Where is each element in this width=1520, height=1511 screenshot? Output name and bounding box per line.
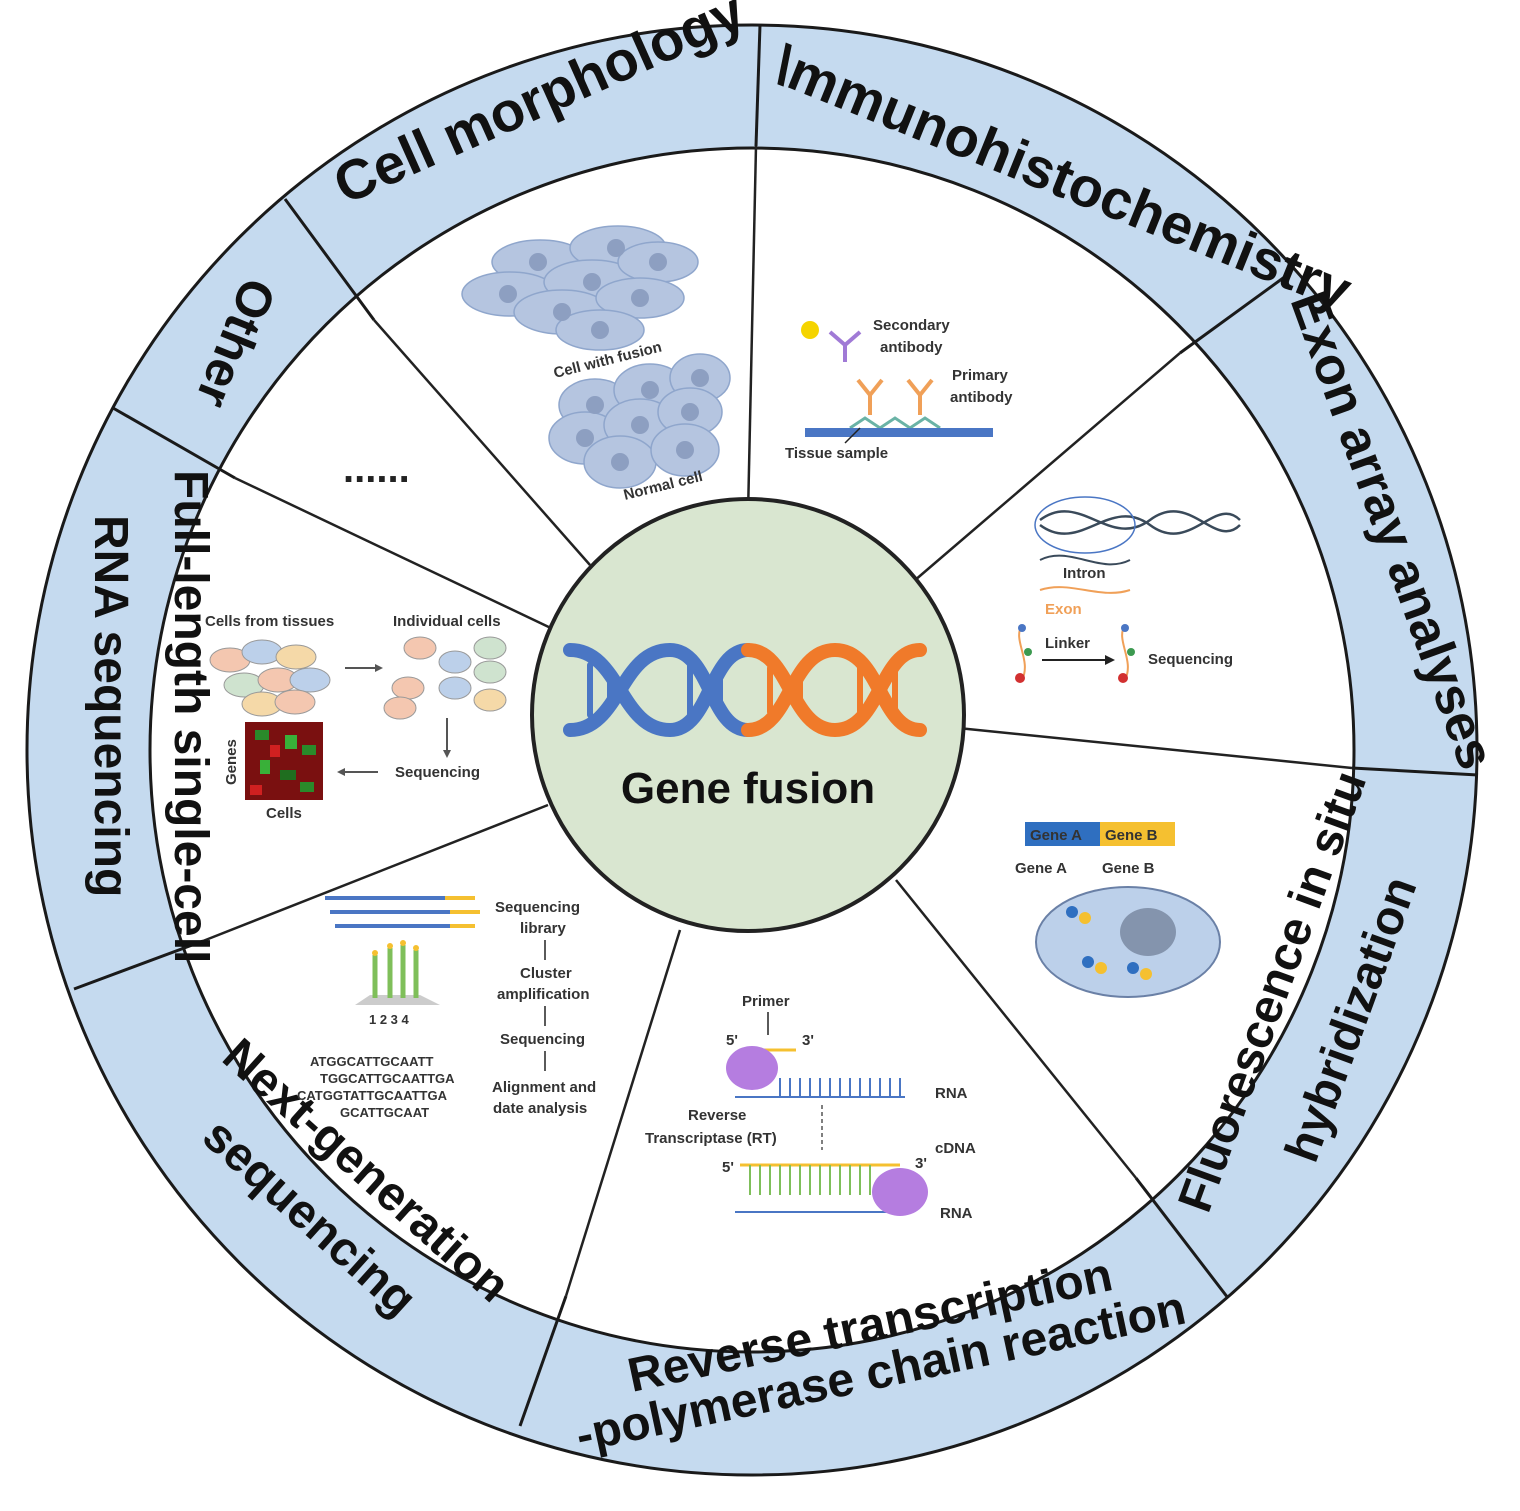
label-cells-from-tissues: Cells from tissues <box>205 613 334 630</box>
inner-spokes <box>202 145 1353 1297</box>
label-tissue-sample: Tissue sample <box>785 445 888 462</box>
label-scrna-sequencing: Sequencing <box>395 764 480 781</box>
fish-bar-gene-b: Gene B <box>1105 827 1158 844</box>
ngs-step-alignment-2: date analysis <box>493 1100 587 1117</box>
panel-rtpcr: Primer 5' 3' RNA Reverse Transcriptase (… <box>645 993 976 1222</box>
ngs-step-sequencing: Sequencing <box>500 1031 585 1048</box>
ngs-step-alignment-1: Alignment and <box>492 1079 596 1096</box>
ngs-step-library-2: library <box>520 920 567 937</box>
label-intron: Intron <box>1063 565 1106 582</box>
label-rna-1: RNA <box>935 1085 968 1102</box>
panel-fish: Gene A Gene B Gene A Gene B <box>1015 822 1221 998</box>
seq-read-4: GCATTGCAAT <box>340 1105 429 1120</box>
expression-heatmap <box>245 722 323 800</box>
label-primary-antibody: antibody <box>950 389 1013 406</box>
center-title: Gene fusion <box>621 764 875 813</box>
label-linker: Linker <box>1045 635 1090 652</box>
panel-cell-morphology: Cell with fusion Normal cell <box>461 225 731 504</box>
panel-scrna: Cells from tissues Individual cells Sequ… <box>205 613 507 822</box>
rna-strand-1 <box>779 1078 901 1097</box>
label-exon-sequencing: Sequencing <box>1148 651 1233 668</box>
center-circle <box>530 497 966 933</box>
fish-label-gene-a: Gene A <box>1015 860 1067 877</box>
label-reverse: Reverse <box>688 1107 746 1124</box>
label-primary: Primary <box>952 367 1009 384</box>
fish-bar-gene-a: Gene A <box>1030 827 1082 844</box>
label-individual-cells: Individual cells <box>393 613 501 630</box>
panel-immunohistochemistry: Secondary antibody Primary antibody Tiss… <box>785 317 1013 462</box>
panel-exon-array: Intron Exon Linker Sequencing <box>1015 496 1241 683</box>
label-cells: Cells <box>266 805 302 822</box>
label-genes: Genes <box>223 739 240 785</box>
ngs-step-cluster-2: amplification <box>497 986 590 1003</box>
seq-read-1: ATGGCATTGCAATT <box>310 1054 434 1069</box>
label-cdna: cDNA <box>935 1140 976 1157</box>
label-primer: Primer <box>742 993 790 1010</box>
label-fl-2: RNA sequencing <box>84 515 137 897</box>
label-5prime-2: 5' <box>722 1159 734 1176</box>
ngs-step-cluster-1: Cluster <box>520 965 572 982</box>
panel-ngs: 1 2 3 4 ATGGCATTGCAATT TGGCATTGCAATTGA C… <box>297 896 596 1120</box>
ring-dividers <box>73 24 1479 1427</box>
label-exon: Exon <box>1045 601 1082 618</box>
label-fl-1: Full-length single-cell <box>164 470 217 963</box>
label-lanes: 1 2 3 4 <box>369 1012 410 1027</box>
label-3prime-1: 3' <box>802 1032 814 1049</box>
seq-read-3: CATGGTATTGCAATTGA <box>297 1088 448 1103</box>
other-dots: ...... <box>343 447 410 491</box>
label-secondary-antibody: antibody <box>880 339 943 356</box>
seq-read-2: TGGCATTGCAATTGA <box>320 1071 455 1086</box>
label-transcriptase: Transcriptase (RT) <box>645 1130 777 1147</box>
label-5prime-1: 5' <box>726 1032 738 1049</box>
label-3prime-2: 3' <box>915 1155 927 1172</box>
label-rna-2: RNA <box>940 1205 973 1222</box>
fish-label-gene-b: Gene B <box>1102 860 1155 877</box>
dna-fusion-icon <box>563 642 927 738</box>
label-secondary: Secondary <box>873 317 950 334</box>
ngs-step-library-1: Sequencing <box>495 899 580 916</box>
